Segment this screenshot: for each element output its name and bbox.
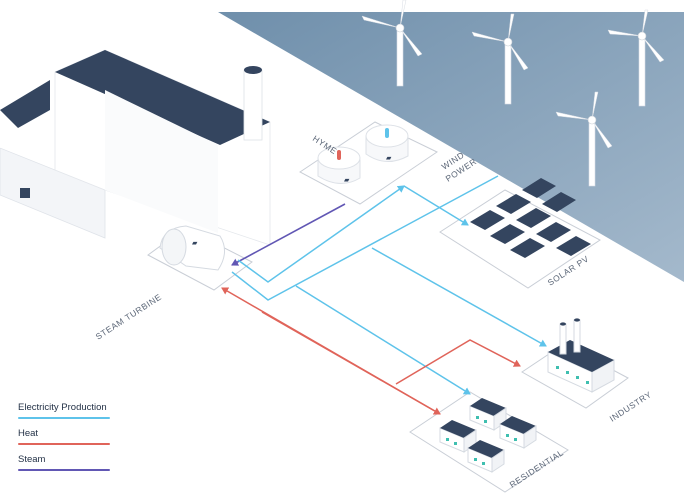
legend-swatch xyxy=(18,417,110,419)
thermometer-icon xyxy=(337,150,341,160)
hyme-tanks: ▰ ▰ xyxy=(317,124,409,184)
electricity-flow-line xyxy=(295,285,471,395)
electricity-flow-line xyxy=(231,175,499,301)
legend-swatch xyxy=(18,443,110,445)
houses-icon xyxy=(439,398,537,473)
wind-turbine-icon xyxy=(471,13,529,105)
wind-turbine-icon xyxy=(607,9,665,107)
wind-turbine-icon xyxy=(555,91,613,187)
hyme-logo-icon: ▰ xyxy=(386,155,392,162)
legend-item-heat: Heat xyxy=(18,428,128,445)
chimney xyxy=(243,69,263,141)
svg-text:▰: ▰ xyxy=(192,240,198,247)
heat-flow-line xyxy=(261,311,441,415)
electricity-flows xyxy=(231,175,547,395)
legend-item-electricity: Electricity Production xyxy=(18,402,128,419)
legend-label: Steam xyxy=(18,454,46,465)
residential-platform xyxy=(409,391,569,493)
electricity-flow-line xyxy=(237,185,405,283)
factory-icon xyxy=(547,318,615,393)
steam-flows xyxy=(231,203,346,266)
solar-panels xyxy=(470,178,591,258)
electricity-flow-line xyxy=(403,185,469,226)
steam-flow-line xyxy=(231,203,346,266)
legend-label: Heat xyxy=(18,428,39,439)
wind-turbine-icon xyxy=(361,0,423,87)
legend-swatch xyxy=(18,469,110,471)
legend-label: Electricity Production xyxy=(18,402,107,413)
industry-label: INDUSTRY xyxy=(608,389,654,424)
heat-flow-line xyxy=(395,339,521,385)
steam-turbine-label: STEAM TURBINE xyxy=(94,292,164,342)
electricity-flow-line xyxy=(371,247,547,347)
solar-platform xyxy=(439,189,601,289)
legend: Electricity Production Heat Steam xyxy=(18,402,128,480)
power-plant-building xyxy=(0,49,271,246)
legend-item-steam: Steam xyxy=(18,454,128,471)
sea-area xyxy=(218,12,684,282)
thermometer-icon xyxy=(385,128,389,138)
heat-flows xyxy=(221,287,521,415)
hyme-logo-icon: ▰ xyxy=(344,177,350,184)
steam-turbine-icon: ▰ xyxy=(159,225,225,271)
